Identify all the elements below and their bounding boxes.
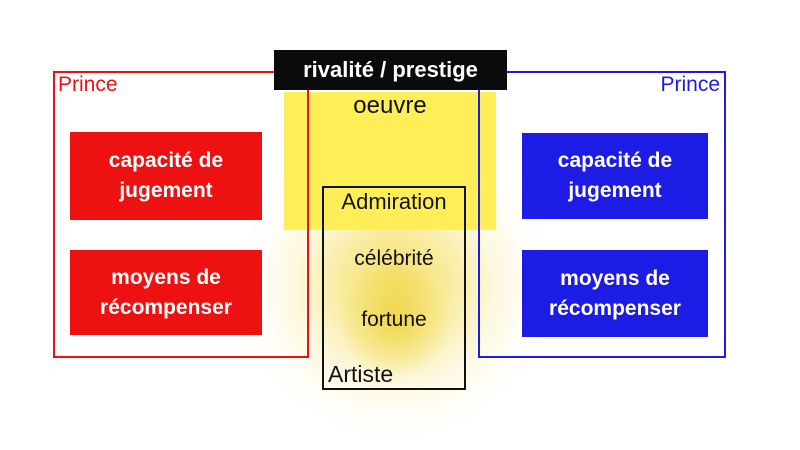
celebrite-label: célébrité <box>354 247 434 270</box>
prince-left-outline <box>53 71 309 358</box>
rivalry-prestige-banner: rivalité / prestige <box>274 50 507 90</box>
admiration-label: Admiration <box>341 189 447 214</box>
prince-right-judgement-box: capacité de jugement <box>522 133 708 219</box>
prince-left-title: Prince <box>58 73 118 96</box>
yellow-glow-core <box>322 242 468 397</box>
prince-right-reward-box: moyens de récompenser <box>522 250 708 337</box>
fortune-label: fortune <box>361 308 427 331</box>
prince-right-outline <box>478 71 726 358</box>
artist-box: Admiration célébrité fortune Artiste <box>322 186 466 390</box>
prince-left-reward-box: moyens de récompenser <box>70 250 262 335</box>
oeuvre-label: oeuvre <box>353 92 427 119</box>
rivalry-prestige-label: rivalité / prestige <box>303 57 478 82</box>
artiste-label: Artiste <box>328 361 394 387</box>
prince-right-title: Prince <box>660 73 720 96</box>
prince-left-judgement-box: capacité de jugement <box>70 132 262 220</box>
oeuvre-rect <box>284 92 496 230</box>
